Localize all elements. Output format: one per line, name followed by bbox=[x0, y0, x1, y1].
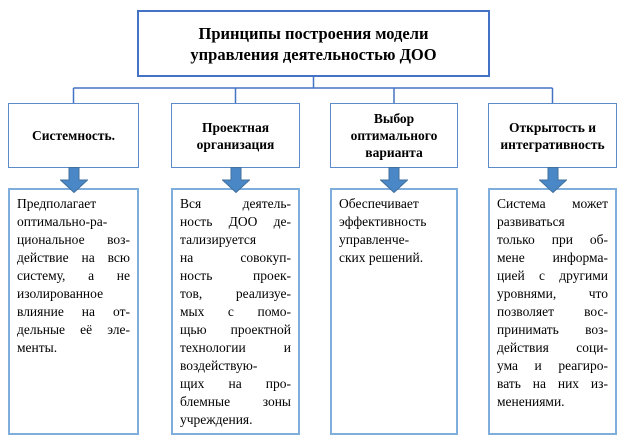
description-line: мых с помо- bbox=[180, 304, 291, 319]
description-line: вать на них из- bbox=[497, 376, 608, 391]
description-line: Обеспечивает bbox=[339, 196, 419, 211]
description-line: циональное воз- bbox=[17, 232, 130, 247]
description-line: тов, реализуе- bbox=[180, 286, 291, 301]
principle-description-box: Система может развиваться только при об-ме… bbox=[488, 188, 617, 435]
principle-column: Системность. Предполагает оптимально-ра-ц… bbox=[8, 103, 139, 435]
description-line: влияние на от- bbox=[17, 304, 130, 319]
description-line: Предполагает bbox=[17, 196, 97, 211]
description-line: мене информа- bbox=[497, 250, 608, 265]
description-line: развиваться bbox=[497, 214, 565, 229]
description-line: изолированное bbox=[17, 286, 104, 301]
description-line: уровнями, что bbox=[497, 286, 608, 301]
principle-label-line: Проектная bbox=[202, 119, 269, 135]
description-line: оптимально-ра- bbox=[17, 214, 108, 229]
description-line: управленче- bbox=[339, 232, 410, 247]
description-line: действия соци- bbox=[497, 340, 608, 355]
description-line: эффективность bbox=[339, 214, 427, 229]
down-arrow-icon bbox=[380, 167, 408, 193]
principle-label-line: оптимального bbox=[350, 128, 438, 143]
diagram-title-box: Принципы построения модели управления де… bbox=[137, 10, 490, 77]
principle-box: Системность. bbox=[8, 103, 139, 168]
description-line: Вся деятель- bbox=[180, 196, 291, 211]
description-line: Система может bbox=[497, 196, 608, 211]
description-line: позволяет вос- bbox=[497, 304, 608, 319]
description-line: технологии и bbox=[180, 340, 291, 355]
description-line: дельные её эле- bbox=[17, 322, 130, 337]
description-line: принимать воз- bbox=[497, 322, 608, 337]
description-line: цией с другими bbox=[497, 268, 608, 283]
description-line: менениями. bbox=[497, 394, 565, 409]
description-line: ума и реагиро- bbox=[497, 358, 608, 373]
description-line: ность проек- bbox=[180, 268, 291, 283]
down-arrow-icon bbox=[221, 167, 250, 193]
principle-description-box: Обеспечивает эффективность управленче-ских… bbox=[330, 188, 458, 435]
description-line: ность ДОО де- bbox=[180, 214, 291, 229]
description-line: на совокуп- bbox=[180, 250, 291, 265]
description-line: блемные зоны bbox=[180, 394, 291, 409]
principle-label-line: организация bbox=[196, 136, 275, 152]
down-arrow-icon bbox=[538, 167, 567, 193]
connector-lines bbox=[72, 77, 554, 104]
diagram-title-line: Принципы построения модели bbox=[198, 23, 429, 43]
description-line: щью проектной bbox=[180, 322, 291, 337]
description-line: ских решений. bbox=[339, 250, 424, 265]
principle-label-line: Открытость и bbox=[508, 119, 597, 135]
principle-description-box: Вся деятель-ность ДОО де-тализируется на … bbox=[171, 188, 300, 435]
description-line: только при об- bbox=[497, 232, 608, 247]
principle-description-box: Предполагает оптимально-ра-циональное воз… bbox=[8, 188, 139, 435]
principle-label-line: интегративность bbox=[500, 136, 605, 152]
description-line: учреждения. bbox=[180, 412, 253, 427]
description-line: воздействую- bbox=[180, 358, 258, 373]
description-line: действие на всю bbox=[17, 250, 130, 265]
diagram-title-line: управления деятельностью ДОО bbox=[190, 44, 437, 64]
principle-column: Выбор оптимального варианта Обеспечивает эф… bbox=[330, 103, 458, 435]
description-line: тализируется bbox=[180, 232, 257, 247]
down-arrow-icon bbox=[59, 167, 88, 193]
description-line: щих на про- bbox=[180, 376, 291, 391]
principle-label-line: варианта bbox=[365, 145, 423, 160]
description-line: менты. bbox=[17, 340, 58, 355]
principle-label-line: Системность. bbox=[31, 128, 115, 143]
description-line: систему, а не bbox=[17, 268, 130, 283]
principle-box: Выбор оптимального варианта bbox=[330, 103, 458, 168]
principle-label-line: Выбор bbox=[373, 111, 415, 126]
